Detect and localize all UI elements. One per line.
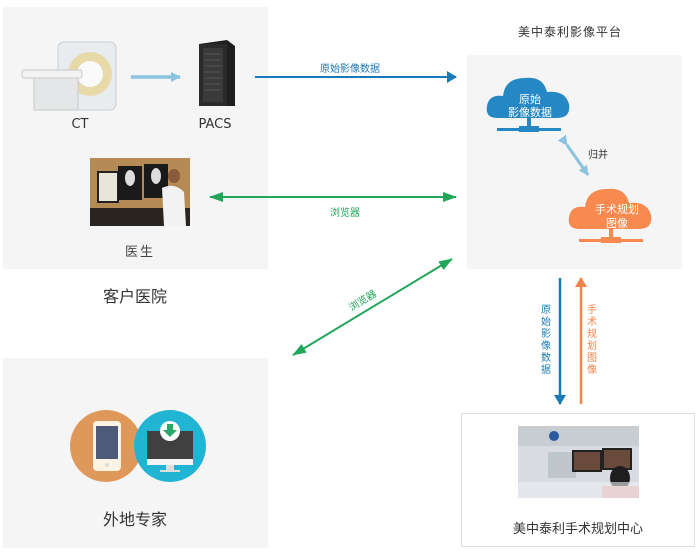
doctor-photo — [90, 158, 190, 226]
merge-arrow — [557, 134, 590, 176]
remote-expert-title: 外地专家 — [102, 510, 167, 529]
doctor-label: 医生 — [124, 245, 155, 260]
pacs-server-icon — [199, 40, 235, 106]
raw-data-cloud-icon — [486, 77, 570, 132]
merge-label: 归并 — [588, 150, 608, 161]
up-arrow-label: 手术规划图像 — [587, 305, 597, 376]
planning-center-title: 美中泰利手术规划中心 — [512, 522, 643, 537]
raw-cloud-label-2: 影像数据 — [508, 106, 552, 119]
desktop-download-icon — [134, 410, 206, 482]
down-arrow-label: 原始影像数据 — [541, 305, 551, 376]
raw-cloud-label-1: 原始 — [519, 93, 541, 106]
raw-data-arrow-label: 原始影像数据 — [320, 64, 380, 75]
pacs-label: PACS — [198, 117, 232, 132]
planning-center-photo — [518, 426, 639, 498]
client-hospital-title: 客户医院 — [102, 287, 167, 306]
plan-cloud-label-2: 图像 — [606, 217, 628, 230]
mobile-phone-icon — [70, 410, 142, 482]
ct-scanner-icon — [21, 41, 117, 111]
ct-label: CT — [71, 117, 89, 132]
browser-diagonal-arrow — [292, 258, 453, 356]
browser-arrow-label: 浏览器 — [330, 208, 360, 219]
surgical-plan-cloud-icon — [568, 188, 652, 243]
plan-cloud-label-1: 手术规划 — [595, 203, 639, 216]
platform-title: 美中泰利影像平台 — [517, 25, 622, 39]
